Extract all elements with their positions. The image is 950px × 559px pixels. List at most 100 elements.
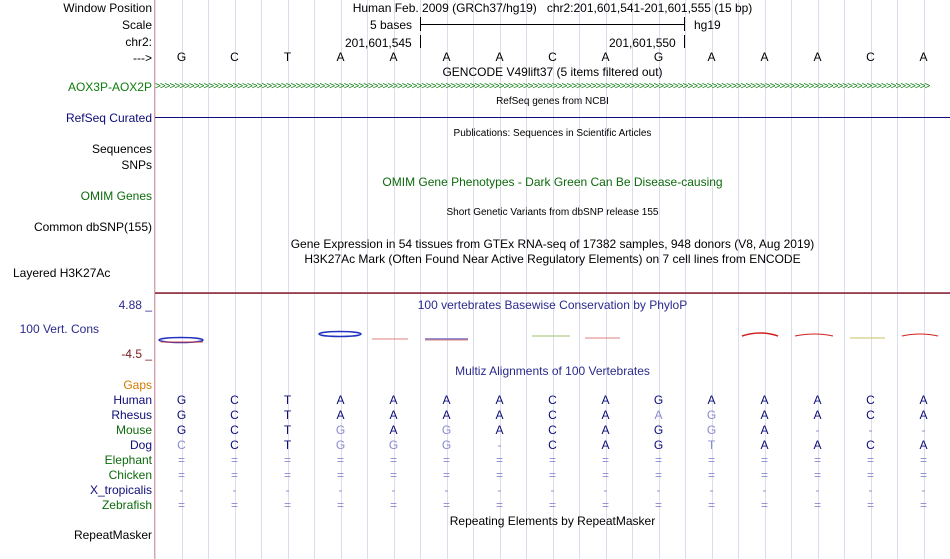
alignment-base: = bbox=[177, 498, 185, 512]
base-letter: A bbox=[919, 50, 928, 64]
h3k27ac-label[interactable]: Layered H3K27Ac bbox=[13, 266, 111, 280]
gridline bbox=[579, 0, 580, 559]
phylop-graph[interactable] bbox=[155, 325, 950, 345]
gridline bbox=[897, 0, 898, 559]
base-letter: T bbox=[283, 50, 292, 64]
alignment-base: A bbox=[389, 423, 398, 437]
alignment-base: = bbox=[442, 468, 450, 482]
alignment-base: A bbox=[601, 423, 610, 437]
alignment-base: = bbox=[707, 453, 715, 467]
alignment-base: A bbox=[813, 408, 822, 422]
alignment-base: A bbox=[919, 438, 928, 452]
gencode-gene-label[interactable]: AOX3P-AOX2P bbox=[67, 80, 152, 94]
alignment-base: T bbox=[707, 438, 716, 452]
dbsnp-label[interactable]: Common dbSNP(155) bbox=[33, 220, 152, 234]
refseq-curated-label[interactable]: RefSeq Curated bbox=[65, 111, 152, 125]
species-label-dog[interactable]: Dog bbox=[129, 438, 152, 452]
alignment-base: - bbox=[868, 483, 873, 497]
species-label-zebrafish[interactable]: Zebrafish bbox=[101, 498, 152, 512]
snps-label[interactable]: SNPs bbox=[121, 158, 152, 172]
base-letter: G bbox=[176, 50, 187, 64]
alignment-base: C bbox=[548, 408, 557, 422]
gridline bbox=[632, 0, 633, 559]
gaps-label[interactable]: Gaps bbox=[123, 378, 152, 392]
chrom-label: chr2: bbox=[125, 35, 152, 49]
alignment-base: = bbox=[548, 453, 556, 467]
gridline bbox=[261, 0, 262, 559]
alignment-base: = bbox=[230, 453, 238, 467]
alignment-base: = bbox=[495, 453, 503, 467]
alignment-base: C bbox=[230, 408, 239, 422]
alignment-base: G bbox=[706, 408, 717, 422]
gridline bbox=[182, 0, 183, 559]
alignment-base: = bbox=[389, 468, 397, 482]
gridline bbox=[447, 0, 448, 559]
alignment-base: C bbox=[866, 393, 875, 407]
gridline bbox=[500, 0, 501, 559]
base-letter: A bbox=[442, 50, 451, 64]
alignment-base: C bbox=[548, 438, 557, 452]
refseq-gene-feature[interactable] bbox=[155, 117, 950, 118]
multiz-title: Multiz Alignments of 100 Vertebrates bbox=[455, 364, 650, 378]
gencode-title: GENCODE V49lift37 (5 items filtered out) bbox=[442, 65, 663, 79]
track-data-area[interactable]: Human Feb. 2009 (GRCh37/hg19) chr2:201,6… bbox=[155, 0, 950, 559]
phylop-marks bbox=[158, 330, 939, 344]
gridline bbox=[314, 0, 315, 559]
gridline bbox=[155, 0, 156, 559]
species-label-rhesus[interactable]: Rhesus bbox=[111, 408, 152, 422]
alignment-base: C bbox=[177, 438, 186, 452]
h3k27ac-signal[interactable] bbox=[155, 292, 950, 294]
alignment-base: A bbox=[601, 438, 610, 452]
alignment-base: A bbox=[760, 423, 769, 437]
strand-label: ---> bbox=[133, 51, 152, 65]
species-label-human[interactable]: Human bbox=[113, 393, 152, 407]
alignment-base: - bbox=[921, 483, 926, 497]
alignment-base: = bbox=[866, 453, 874, 467]
alignment-base: A bbox=[813, 393, 822, 407]
gencode-gene-feature[interactable]: >>>>>>>>>>>>>>>>>>>>>>>>>>>>>>>>>>>>>>>>… bbox=[155, 81, 930, 92]
coord-1-tick bbox=[420, 35, 421, 48]
gridline bbox=[420, 0, 421, 559]
alignment-base: = bbox=[336, 498, 344, 512]
gridline bbox=[526, 0, 527, 559]
phylop-ymin-label: -4.5 _ bbox=[121, 347, 152, 361]
alignment-base: G bbox=[176, 393, 187, 407]
scale-bar bbox=[420, 24, 685, 25]
species-label-elephant[interactable]: Elephant bbox=[104, 453, 152, 467]
alignment-base: = bbox=[601, 453, 609, 467]
alignment-base: - bbox=[497, 438, 502, 452]
alignment-base: = bbox=[760, 498, 768, 512]
alignment-base: = bbox=[442, 498, 450, 512]
dbsnp-title: Short Genetic Variants from dbSNP releas… bbox=[446, 207, 659, 218]
assembly-text: Human Feb. 2009 (GRCh37/hg19) bbox=[352, 1, 537, 15]
gridline bbox=[924, 0, 925, 559]
species-label-chicken[interactable]: Chicken bbox=[108, 468, 152, 482]
gridline bbox=[765, 0, 766, 559]
alignment-base: = bbox=[283, 498, 291, 512]
alignment-base: - bbox=[444, 483, 449, 497]
alignment-base: = bbox=[389, 453, 397, 467]
repeatmasker-label[interactable]: RepeatMasker bbox=[73, 528, 152, 542]
alignment-base: A bbox=[760, 408, 769, 422]
vert-cons-label[interactable]: 100 Vert. Cons bbox=[19, 322, 99, 336]
sequences-label[interactable]: Sequences bbox=[91, 142, 152, 156]
base-letter: A bbox=[760, 50, 769, 64]
species-label-mouse[interactable]: Mouse bbox=[115, 423, 152, 437]
base-letter: A bbox=[389, 50, 398, 64]
alignment-base: G bbox=[388, 438, 399, 452]
position-text: chr2:201,601,541-201,601,555 (15 bp) bbox=[546, 1, 753, 15]
alignment-base: G bbox=[706, 423, 717, 437]
base-letter: A bbox=[813, 50, 822, 64]
alignment-base: G bbox=[441, 438, 452, 452]
gridline bbox=[553, 0, 554, 559]
base-letter: A bbox=[601, 50, 610, 64]
alignment-base: = bbox=[548, 498, 556, 512]
alignment-base: G bbox=[176, 423, 187, 437]
alignment-base: = bbox=[601, 498, 609, 512]
alignment-base: = bbox=[919, 498, 927, 512]
omim-genes-label[interactable]: OMIM Genes bbox=[80, 189, 152, 203]
alignment-base: = bbox=[495, 498, 503, 512]
species-label-x_tropicalis[interactable]: X_tropicalis bbox=[89, 483, 152, 497]
base-letter: A bbox=[336, 50, 345, 64]
alignment-base: = bbox=[230, 498, 238, 512]
